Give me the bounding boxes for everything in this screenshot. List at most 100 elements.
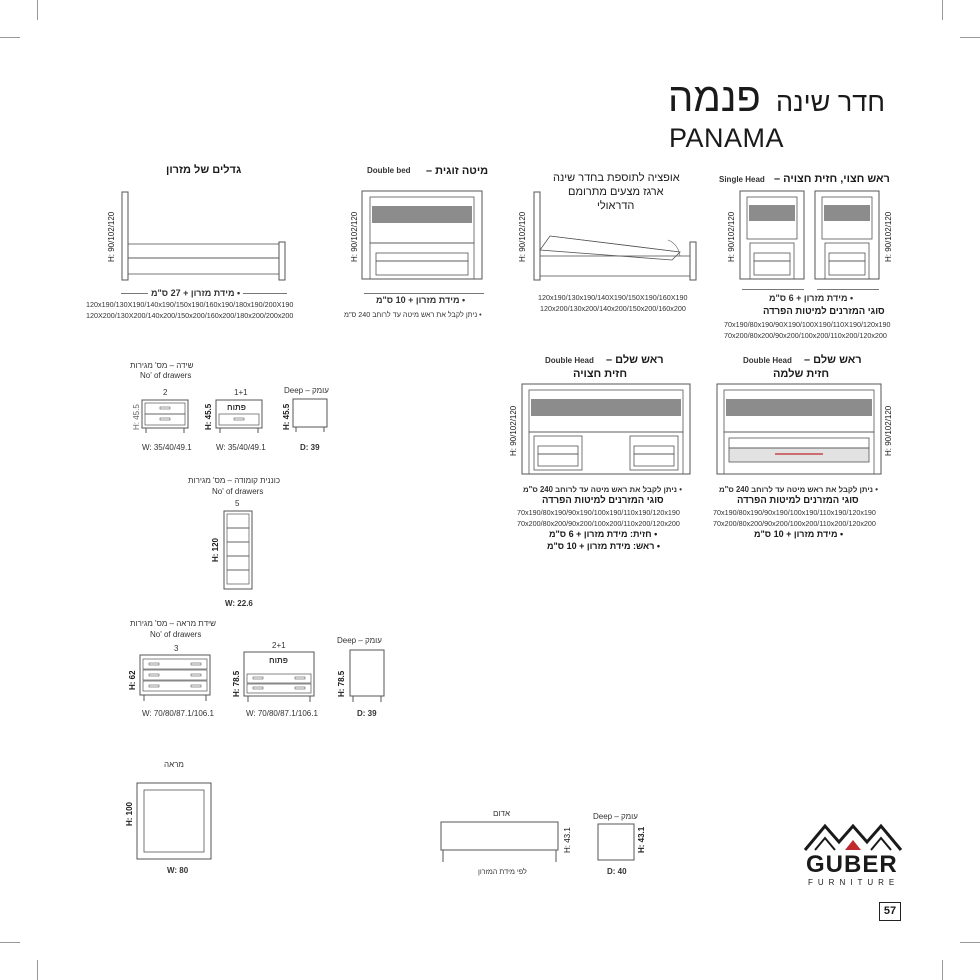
- double-head-full-note3: • מידת מזרון + 10 ס"מ: [754, 529, 844, 539]
- double-head-full-height: H: 90/102/120: [884, 405, 893, 456]
- double-bed-note2: • ניתן לקבל את ראש מיטה עד לרוחב 240 ס"מ: [344, 310, 482, 319]
- bench-side-drawing: [597, 823, 635, 861]
- crop-mark: [942, 0, 943, 20]
- bench-drawing: [440, 821, 559, 862]
- crop-mark: [960, 37, 980, 38]
- single-head-height-right: H: 90/102/120: [884, 211, 893, 262]
- crop-mark: [37, 0, 38, 20]
- bed-side-drawing: [121, 191, 286, 281]
- nightstand-2-drawer-drawing: [141, 399, 189, 433]
- double-bed-height-label: H: 90/102/120: [350, 211, 359, 262]
- tallboy-width: W: 22.6: [225, 599, 253, 608]
- single-head-note1: • מידת מזרון + 6 ס"מ: [769, 293, 854, 303]
- dresser-height1: H: 62: [128, 670, 137, 690]
- double-head-full-heading-en: Double Head: [743, 356, 792, 365]
- dresser-item1-count: 3: [174, 644, 179, 653]
- single-head-sizes-row2: 70x200/80x200/90x200/100x200/110x200/120…: [724, 331, 887, 340]
- mirror-width: W: 80: [167, 866, 189, 875]
- hydraulic-sizes-row2: 120x200/130x200/140x200/150x200/160x200: [540, 304, 686, 313]
- dresser-heading-en: No' of drawers: [150, 630, 202, 639]
- hydraulic-bed-drawing: [533, 191, 697, 281]
- dresser-side-drawing: [349, 649, 385, 702]
- double-head-half-sizes-row2: 70x200/80x200/90x200/100x200/110x200/120…: [517, 519, 680, 528]
- dresser-heading-he: שידת מראה – מס' מגירות: [130, 619, 216, 628]
- mattress-note: • מידת מזרון + 27 ס"מ: [148, 289, 244, 298]
- hydraulic-heading-2: ארגז מצעים מתרומם: [568, 186, 664, 198]
- hydraulic-height-label: H: 90/102/120: [518, 211, 527, 262]
- tallboy-drawing: [223, 510, 253, 590]
- double-head-half-note4: • ראש: מידת מזרון + 10 ס"מ: [547, 541, 661, 551]
- double-head-full-note2: סוגי המזרנים למיטות הפרדה: [737, 495, 859, 506]
- nightstand-height3: H: 45.5: [282, 403, 291, 430]
- tallboy-heading-en: No' of drawers: [212, 487, 264, 496]
- dresser-height3: H: 78.5: [337, 670, 346, 697]
- tallboy-count: 5: [235, 499, 240, 508]
- dresser-open-label: פתוח: [269, 656, 288, 665]
- double-head-half-drawing: [521, 383, 691, 475]
- bench-under-note: לפי מידת המזרון: [478, 867, 527, 876]
- nightstand-width2: W: 35/40/49.1: [216, 443, 266, 452]
- nightstand-heading-he: שידה – מס' מגירות: [130, 361, 194, 370]
- double-head-full-heading-he: ראש שלם –: [804, 354, 862, 366]
- tallboy-height: H: 120: [211, 537, 220, 562]
- nightstand-open-label: פתוח: [227, 403, 246, 412]
- single-head-note2: סוגי המזרנים למיטות הפרדה: [763, 306, 885, 317]
- crop-mark: [37, 960, 38, 980]
- double-head-half-heading-he: ראש שלם –: [606, 354, 664, 366]
- double-head-full-sizes-row2: 70x200/80x200/90x200/100x200/110x200/120…: [713, 519, 876, 528]
- double-bed-heading-he: מיטה זוגית –: [426, 165, 489, 177]
- bench-depth: D: 40: [607, 867, 627, 876]
- title-hebrew-prefix: חדר שינה: [776, 87, 886, 117]
- hydraulic-heading-1: אופציה לתוספת בחדר שינה: [553, 172, 680, 184]
- crop-mark: [0, 37, 20, 38]
- single-head-sizes-row1: 70x190/80x190/90X190/100X190/110X190/120…: [724, 320, 891, 329]
- double-bed-note1: • מידת מזרון + 10 ס"מ: [376, 295, 466, 305]
- dim-line: [817, 289, 879, 290]
- double-head-full-note1: • ניתן לקבל את ראש מיטה עד לרוחב 240 ס"מ: [719, 485, 878, 494]
- brand-sub: FURNITURE: [808, 878, 900, 887]
- nightstand-item2-count: 1+1: [234, 388, 248, 397]
- nightstand-height2: H: 45.5: [204, 403, 213, 430]
- mattress-sizes-row1: 120x190/130X190/140x190/150x190/160x190/…: [86, 300, 294, 309]
- dresser-open-drawing: [243, 651, 315, 702]
- dresser-depth: D: 39: [357, 709, 377, 718]
- double-bed-drawing: [361, 190, 483, 280]
- guber-logo-icon: [803, 823, 903, 851]
- crop-mark: [0, 942, 20, 943]
- nightstand-depth: D: 39: [300, 443, 320, 452]
- nightstand-width1: W: 35/40/49.1: [142, 443, 192, 452]
- mattress-sizes-row2: 120X200/130X200/140x200/150x200/160x200/…: [86, 311, 294, 320]
- hydraulic-sizes-row1: 120x190/130x190/140X190/150X190/160X190: [538, 293, 688, 302]
- title-latin: PANAMA: [669, 123, 785, 153]
- double-head-half-note1: • ניתן לקבל את ראש מיטה עד לרוחב 240 ס"מ: [523, 485, 682, 494]
- tallboy-heading-he: כוננית קומודה – מס' מגירות: [188, 476, 281, 485]
- nightstand-item1-count: 2: [163, 388, 168, 397]
- nightstand-open-drawing: [215, 399, 263, 433]
- mattress-sizes-heading: גדלים של מזרון: [166, 164, 242, 176]
- double-head-half-sizes-row1: 70x190/80x190/90x190/100x190/110x190/120…: [517, 508, 680, 517]
- brand-name: GUBER: [806, 851, 898, 878]
- mirror-heading: מראה: [164, 760, 184, 769]
- dresser-width1: W: 70/80/87.1/106.1: [142, 709, 214, 718]
- bench-height1: H: 43.1: [563, 827, 572, 853]
- single-bed-right-drawing: [814, 190, 880, 280]
- single-head-heading-he: ראש חצוי, חזית חצויה –: [774, 173, 890, 185]
- nightstand-side-drawing: [292, 398, 328, 432]
- dresser-3-drawer-drawing: [139, 654, 211, 701]
- hydraulic-heading-3: הדראולי: [597, 200, 635, 212]
- dim-line: [364, 293, 484, 294]
- dresser-deep-label: Deep – עומק: [337, 636, 382, 645]
- crop-mark: [942, 960, 943, 980]
- double-head-full-subheading: חזית שלמה: [773, 368, 830, 380]
- bench-height2: H: 43.1: [637, 826, 646, 853]
- double-head-half-subheading: חזית חצויה: [573, 368, 628, 380]
- single-bed-left-drawing: [739, 190, 805, 280]
- single-head-height-left: H: 90/102/120: [727, 211, 736, 262]
- double-head-full-drawing: [716, 383, 882, 475]
- mattress-height-label: H: 90/102/120: [107, 211, 116, 262]
- crop-mark: [960, 942, 980, 943]
- double-head-full-sizes-row1: 70x190/80x190/90x190/100x190/110x190/120…: [713, 508, 876, 517]
- dresser-item2-count: 2+1: [272, 641, 286, 650]
- mirror-drawing: [136, 782, 212, 860]
- title-hebrew-main: פנמה: [668, 76, 761, 120]
